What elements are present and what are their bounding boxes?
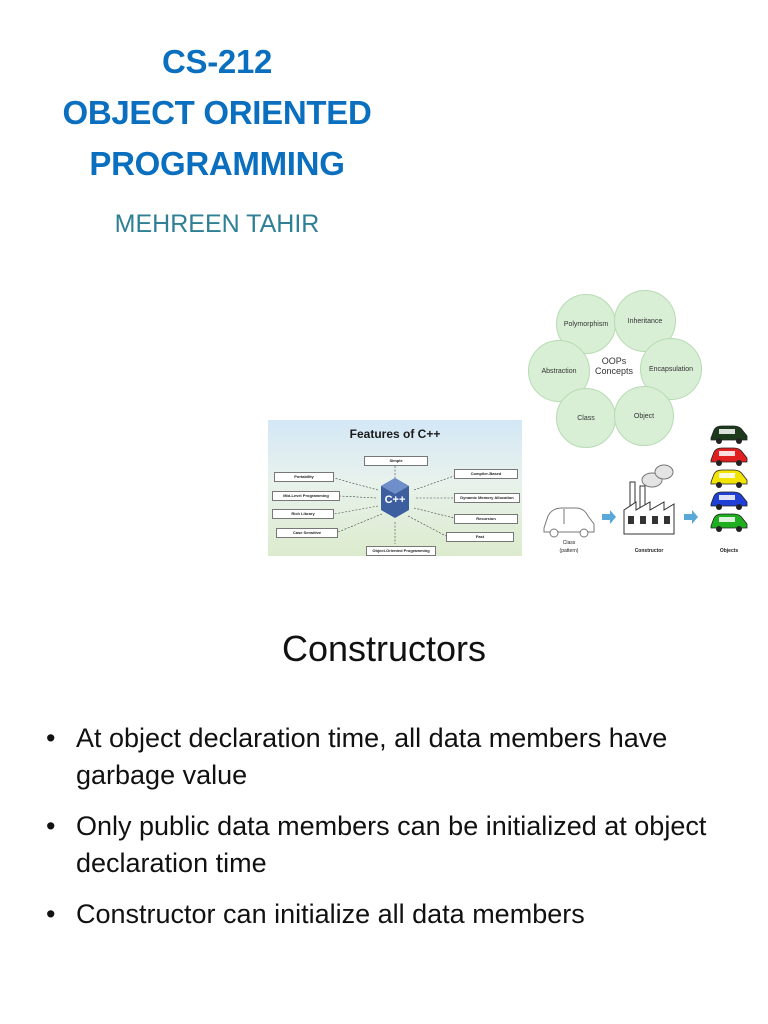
feature-compiler-based: Compiler-Based (454, 469, 518, 479)
bullet-marker: • (46, 723, 56, 753)
author-name: MEHREEN TAHIR (114, 210, 320, 238)
bullet-list: • At object declaration time, all data m… (42, 720, 742, 947)
course-header: CS-212 OBJECT ORIENTED PROGRAMMING (50, 36, 384, 189)
feature-dma: Dynamic Memory Allocation (454, 493, 520, 503)
feature-recursion: Recursion (454, 514, 518, 524)
object-car-5 (710, 513, 748, 532)
features-title: Features of C++ (349, 427, 441, 441)
oops-center-line-1: OOPs (601, 356, 627, 366)
feature-simple: Simple (364, 456, 428, 466)
bullet-item: • At object declaration time, all data m… (42, 720, 742, 794)
bullet-marker: • (46, 899, 56, 929)
objects-label: Objects (719, 548, 739, 554)
bullet-marker: • (46, 811, 56, 841)
class-label: Class (562, 540, 576, 546)
course-code: CS-212 (161, 43, 273, 80)
bullet-item: • Only public data members can be initia… (42, 808, 742, 882)
oops-center-line-2: Concepts (594, 366, 634, 376)
constructor-diagram-graphic (543, 464, 698, 538)
oops-concepts-image: Polymorphism Inheritance Abstraction Enc… (524, 276, 704, 454)
feature-case-sensitive: Case Sensitive (276, 528, 338, 538)
course-title-line-2: PROGRAMMING (89, 145, 345, 182)
bullet-item: • Constructor can initialize all data me… (42, 896, 742, 933)
object-car-4 (710, 491, 748, 510)
feature-portability: Portability (274, 472, 334, 482)
class-car-outline-icon (543, 507, 595, 538)
bullet-text: At object declaration time, all data mem… (76, 723, 668, 790)
feature-fast: Fast (446, 532, 514, 542)
concept-class: Class (556, 388, 616, 448)
cpp-logo: C++ (385, 494, 406, 506)
bullet-text: Only public data members can be initiali… (76, 811, 707, 878)
feature-mid-level: Mid-Level Programming (272, 491, 340, 501)
features-connector-arrows: C++ (333, 466, 455, 544)
constructor-label: Constructor (634, 548, 664, 554)
object-car-3 (710, 469, 748, 488)
concept-object: Object (614, 386, 674, 446)
features-of-cpp-image: C++ Features of C++ Simple Portability M… (268, 420, 522, 556)
factory-icon (623, 464, 675, 535)
object-car-1 (710, 425, 748, 444)
oops-center-label: OOPs Concepts (588, 356, 640, 376)
object-car-2 (710, 447, 748, 466)
object-cars-icon (710, 425, 748, 532)
class-sub-label: (pattern) (559, 548, 579, 554)
flow-arrows-icon (602, 510, 698, 524)
feature-rich-library: Rich Library (272, 509, 334, 519)
slide-title: Constructors (281, 628, 487, 669)
concept-inheritance: Inheritance (614, 290, 676, 352)
bullet-text: Constructor can initialize all data memb… (76, 899, 585, 929)
feature-oop: Object-Oriented Programming (366, 546, 436, 556)
course-title-line-1: OBJECT ORIENTED (62, 94, 372, 131)
